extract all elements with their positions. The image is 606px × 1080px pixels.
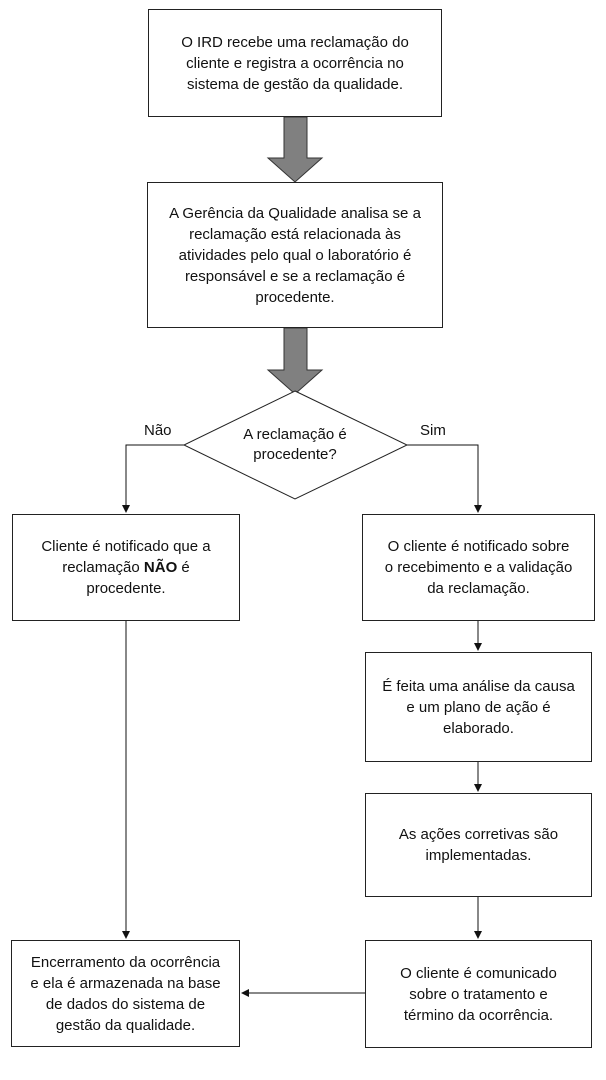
- text-line: cliente e registra a ocorrência no: [186, 54, 404, 72]
- step-quality-analysis: A Gerência da Qualidade analisa se a rec…: [147, 182, 443, 328]
- text-line: atividades pelo qual o laboratório é: [178, 246, 412, 264]
- step-cause-analysis: É feita uma análise da causa e um plano …: [365, 652, 592, 762]
- step-client-informed: O cliente é comunicado sobre o tratament…: [365, 940, 592, 1048]
- text-line: reclamação NÃO é: [41, 557, 210, 578]
- text-fragment: é: [177, 559, 190, 576]
- step-corrective-actions: As ações corretivas são implementadas.: [365, 793, 592, 897]
- text-line: O cliente é notificado sobre: [387, 538, 570, 555]
- decision-diamond: [182, 390, 409, 500]
- text-line: sistema de gestão da qualidade.: [187, 75, 403, 93]
- step-receive-complaint: O IRD recebe uma reclamação do cliente e…: [148, 9, 442, 117]
- text-line: e um plano de ação é: [406, 698, 551, 716]
- text-line: As ações corretivas são: [398, 826, 559, 843]
- text-line: e ela é armazenada na base: [30, 974, 221, 992]
- step-notify-not-valid: Cliente é notificado que a reclamação NÃ…: [12, 514, 240, 621]
- block-arrow-1: [266, 116, 324, 183]
- text-line: o recebimento e a validação: [384, 559, 573, 576]
- decision-label: A reclamação é procedente?: [205, 425, 385, 465]
- block-arrow-2: [266, 327, 324, 395]
- text-line: O cliente é comunicado: [400, 964, 557, 982]
- text-line: gestão da qualidade.: [55, 1016, 196, 1034]
- step-closure: Encerramento da ocorrência e ela é armaz…: [11, 940, 240, 1047]
- text-line: término da ocorrência.: [403, 1006, 554, 1024]
- no-branch-line: [122, 444, 184, 513]
- text-line: procedente.: [86, 580, 166, 597]
- text-fragment: reclamação: [62, 559, 144, 576]
- yes-branch-line: [407, 444, 482, 513]
- text-line: É feita uma análise da causa: [382, 677, 575, 695]
- text-line: de dados do sistema de: [45, 995, 206, 1013]
- text-line: Cliente é notificado que a: [41, 538, 211, 555]
- text-line: procedente.: [255, 288, 335, 306]
- text-line: responsável e se a reclamação é: [184, 267, 406, 285]
- text-line: elaborado.: [443, 719, 514, 737]
- text-line: implementadas.: [425, 847, 532, 864]
- text-line: A reclamação é: [243, 426, 347, 443]
- branch-yes-label: Sim: [420, 422, 446, 439]
- branch-no-label: Não: [144, 422, 172, 439]
- text-line: reclamação está relacionada às: [189, 225, 401, 243]
- text-line: sobre o tratamento e: [409, 985, 548, 1003]
- step-notify-received: O cliente é notificado sobre o recebimen…: [362, 514, 595, 621]
- text-line: da reclamação.: [427, 580, 530, 597]
- text-line: A Gerência da Qualidade analisa se a: [169, 204, 421, 222]
- text-line: procedente?: [253, 446, 337, 463]
- text-bold: NÃO: [143, 559, 178, 576]
- text-line: Encerramento da ocorrência: [30, 953, 221, 971]
- text-line: O IRD recebe uma reclamação do: [181, 33, 409, 51]
